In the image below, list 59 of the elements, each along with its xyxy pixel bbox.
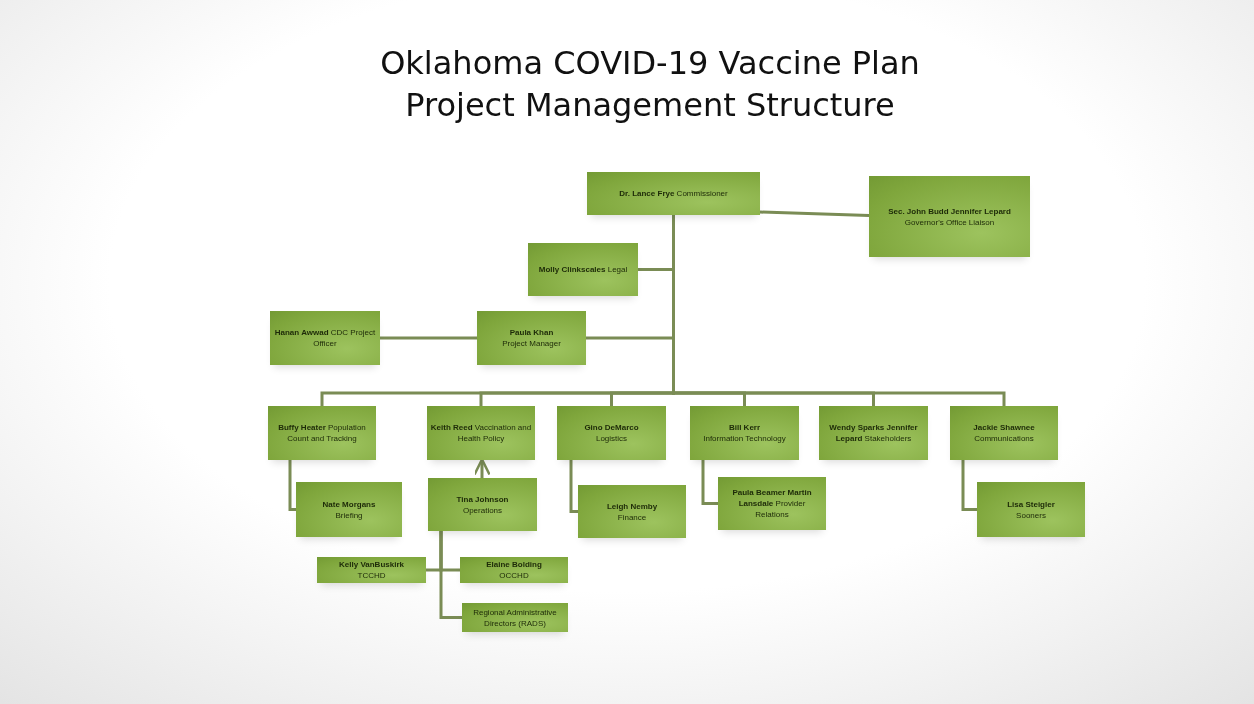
connector-line — [961, 460, 977, 511]
person-name: Jackie Shawnee — [973, 422, 1035, 433]
diagram-title: Oklahoma COVID-19 Vaccine Plan Project Management Structure — [379, 43, 921, 126]
connector-line — [701, 460, 718, 505]
org-chart-box — [317, 557, 426, 583]
person-name: Elaine Bolding — [486, 559, 542, 570]
org-chart-box — [296, 482, 402, 537]
person-name: Bill Kerr — [728, 422, 761, 433]
connector-line — [439, 531, 462, 619]
role-text: Information Technology — [703, 433, 786, 444]
org-chart-box — [427, 406, 535, 460]
role-text: Briefing — [335, 509, 363, 521]
role-text: OCCHD — [499, 570, 529, 581]
person-name: Hanan Awwad CDC Project Officer — [273, 327, 377, 349]
person-name: Buffy Heater Population Count and Tracking — [277, 422, 367, 444]
person-name: Gino DeMarco — [584, 422, 639, 433]
org-chart-box — [718, 477, 826, 530]
role-text: Sooners — [1016, 509, 1046, 521]
connector-line — [672, 215, 1006, 406]
person-name: Lisa Steigler — [1007, 498, 1055, 510]
org-chart-box — [428, 478, 537, 531]
connector-line — [759, 210, 870, 217]
connector-line — [380, 336, 477, 340]
person-name: Paula Beamer Martin Lansdale Provider Relations — [731, 487, 813, 520]
role-text: Finance — [617, 511, 647, 523]
person-name: Sec. John Budd Jennifer Lepard — [888, 205, 1011, 217]
org-chart-box — [819, 406, 928, 460]
connector-line — [569, 460, 578, 513]
org-chart-box — [557, 406, 666, 460]
role-text: Operations — [462, 504, 503, 516]
role-text: Project Manager — [502, 338, 561, 349]
person-name: Wendy Sparks Jennifer Lepard Stakeholders — [828, 422, 919, 444]
org-chart-box — [270, 311, 380, 365]
person-name: Regional Administrative Directors (RADS) — [472, 606, 558, 629]
person-name: Keith Reed Vaccination and Health Policy — [430, 422, 532, 444]
person-name: Molly Clinkscales Legal — [538, 264, 628, 275]
org-chart-box — [690, 406, 799, 460]
role-text: TCCHD — [357, 570, 386, 581]
connector-line — [473, 458, 491, 478]
connector-line — [288, 460, 296, 511]
org-chart-box — [477, 311, 586, 365]
role-text: Logistics — [595, 433, 628, 444]
person-name: Nate Morgans — [322, 498, 376, 510]
org-chart-box — [528, 243, 638, 296]
org-chart-box — [587, 172, 760, 215]
person-name: Paula Khan — [509, 327, 554, 338]
person-name: Kelly VanBuskirk — [339, 559, 404, 570]
org-chart-box — [869, 176, 1030, 257]
org-chart-box — [460, 557, 568, 583]
org-chart-box — [462, 603, 568, 632]
org-chart-box — [268, 406, 376, 460]
org-chart-box — [578, 485, 686, 538]
person-name: Leigh Nemby — [606, 500, 658, 512]
person-name: Tina Johnson — [456, 493, 509, 505]
org-chart-box — [977, 482, 1085, 537]
role-text: Governor's Office Liaison — [904, 216, 995, 228]
person-name: Dr. Lance Frye Commissioner — [619, 188, 728, 199]
org-chart-box — [950, 406, 1058, 460]
role-text: Communications — [974, 433, 1034, 444]
